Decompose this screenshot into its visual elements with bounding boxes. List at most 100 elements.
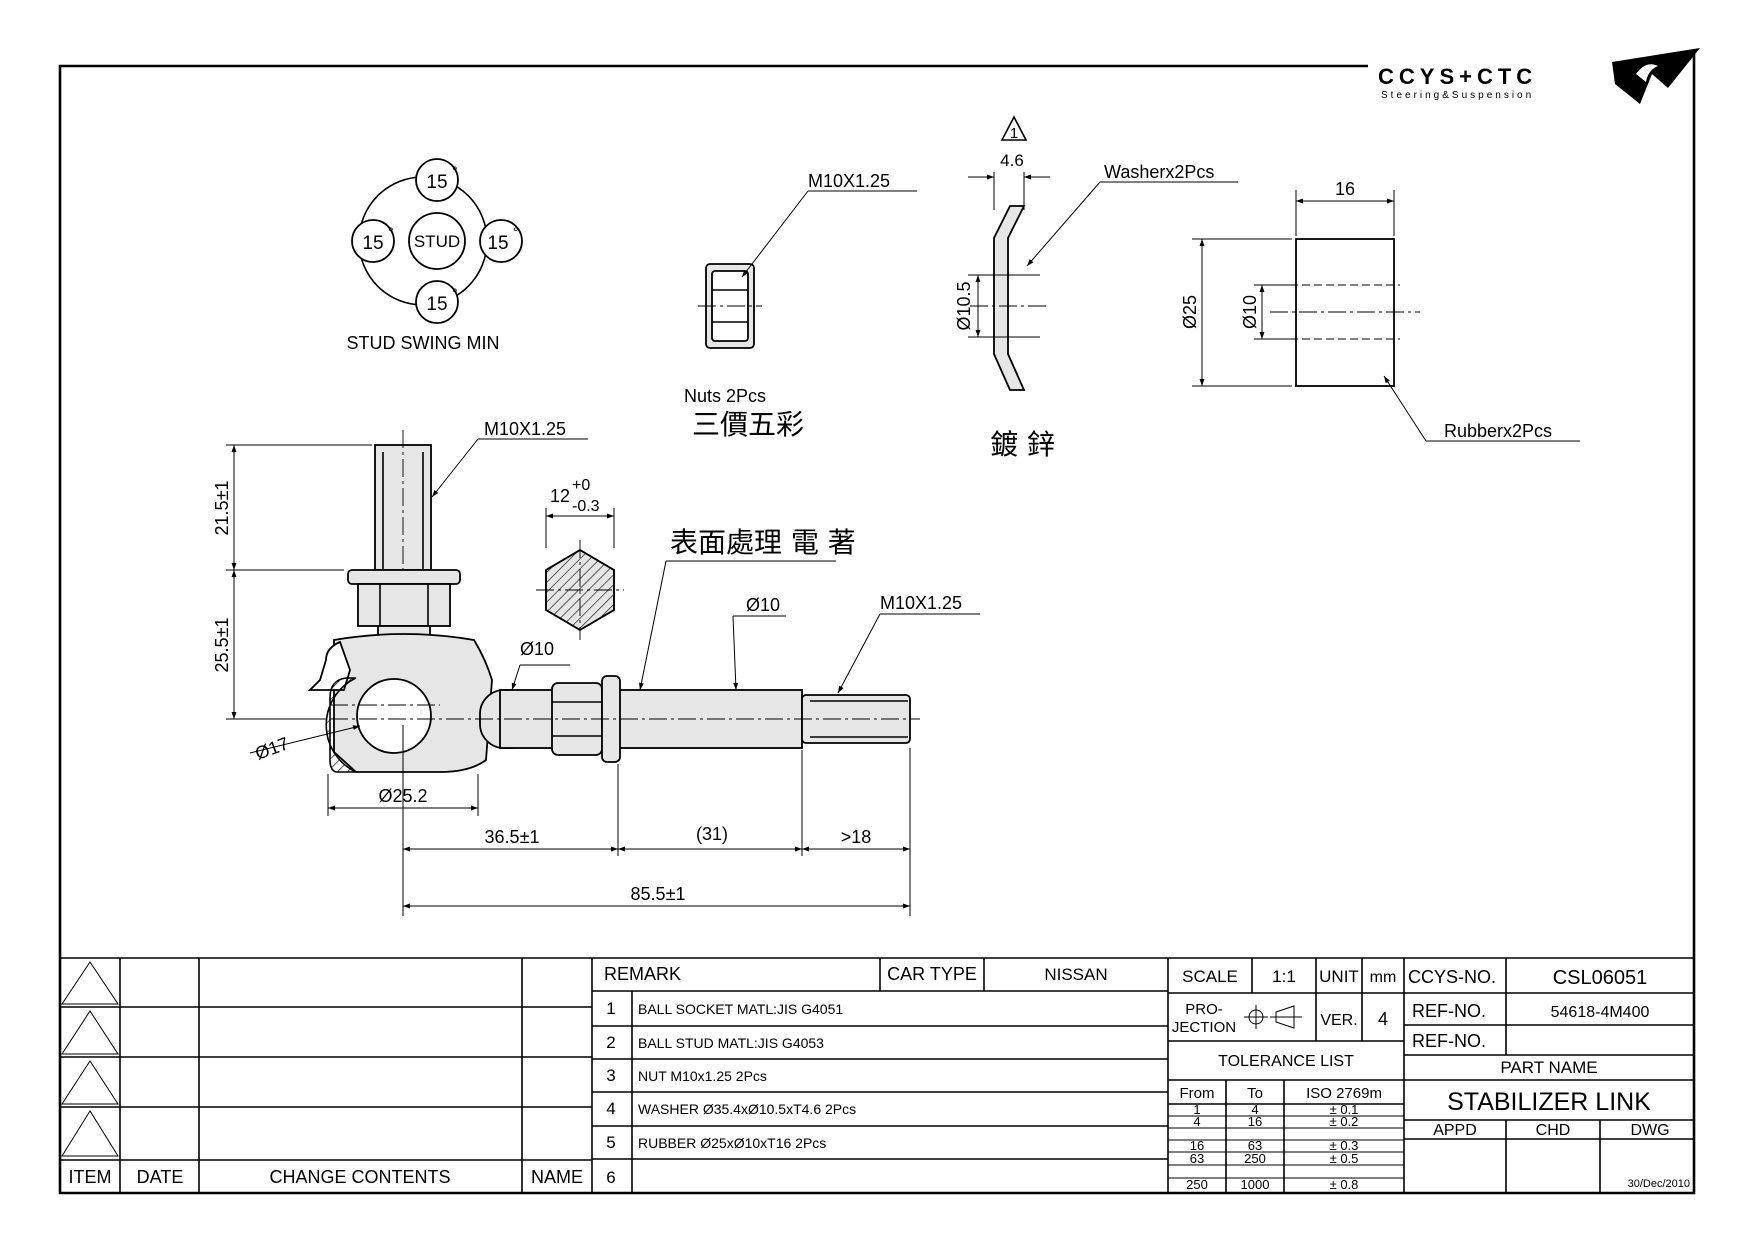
ball-dia-dim: Ø17 — [253, 733, 292, 763]
projection-label-2: JECTION — [1172, 1019, 1236, 1036]
hex-tol-upper: +0 — [572, 477, 590, 494]
svg-text:16: 16 — [1248, 1114, 1262, 1129]
rubber-label: Rubberx2Pcs — [1444, 421, 1552, 441]
projection-label-1: PRO- — [1185, 1001, 1223, 1018]
end-thread-label: M10X1.25 — [880, 593, 962, 613]
swing-angle-right: 15 — [487, 233, 508, 254]
washer-finish-label: 鍍 鋅 — [990, 428, 1055, 461]
svg-text:63: 63 — [1190, 1151, 1204, 1166]
svg-text:3: 3 — [606, 1066, 615, 1085]
dim-thread-length: >18 — [841, 827, 872, 847]
tolerance-title: TOLERANCE LIST — [1218, 1053, 1354, 1070]
svg-text:4: 4 — [1193, 1114, 1200, 1129]
tolerance-row: 16 63 ± 0.3 — [1190, 1138, 1359, 1153]
remark-header: REMARK — [604, 964, 681, 984]
stud-swing-diagram: 15 15 15 15 ° ° ° ° STUD STUD SWING MIN — [347, 158, 523, 353]
body-height-dim: 25.5±1 — [212, 618, 232, 673]
logo-tagline: Steering&Suspension — [1381, 90, 1534, 101]
svg-text:1: 1 — [606, 999, 615, 1018]
ccys-no-label: CCYS-NO. — [1408, 967, 1496, 987]
third-angle-projection-icon — [1244, 1005, 1302, 1029]
svg-text:± 0.5: ± 0.5 — [1330, 1151, 1359, 1166]
title-block: CCYS-NO. CSL06051 REF-NO. 54618-4M400 RE… — [1404, 958, 1694, 1193]
svg-text:WASHER Ø35.4xØ10.5xT4.6 2Pcs: WASHER Ø35.4xØ10.5xT4.6 2Pcs — [638, 1101, 856, 1117]
nut-qty-label: Nuts 2Pcs — [684, 386, 766, 406]
svg-text:± 0.8: ± 0.8 — [1330, 1177, 1359, 1192]
stud-length-dim: 21.5±1 — [212, 481, 232, 536]
rubber-inner-dim: Ø10 — [1240, 295, 1260, 329]
drawing-frame — [58, 54, 1696, 1195]
svg-text:16: 16 — [1190, 1138, 1204, 1153]
car-type-value: NISSAN — [1044, 965, 1107, 984]
svg-text:± 0.1: ± 0.1 — [1330, 1102, 1359, 1117]
unit-value: mm — [1370, 969, 1397, 986]
svg-text:1: 1 — [1193, 1102, 1200, 1117]
tolerance-row: 250 1000 ± 0.8 — [1186, 1177, 1358, 1192]
remark-row: 4 WASHER Ø35.4xØ10.5xT4.6 2Pcs — [606, 1099, 856, 1118]
washer-bore-dim: Ø10.5 — [954, 281, 974, 330]
remark-row: 6 — [606, 1168, 615, 1187]
surface-treatment-label: 表面處理 電 著 — [670, 526, 856, 559]
rev-date-header: DATE — [137, 1167, 184, 1187]
svg-text:2: 2 — [606, 1033, 615, 1052]
part-name-value: STABILIZER LINK — [1447, 1088, 1651, 1116]
stabilizer-link-view: M10X1.25 21.5±1 25.5±1 12 +0 -0.3 表面處理 電… — [212, 419, 980, 916]
scale-value: 1:1 — [1272, 967, 1296, 986]
remark-row: 3 NUT M10x1.25 2Pcs — [606, 1066, 767, 1085]
svg-text:NUT M10x1.25 2Pcs: NUT M10x1.25 2Pcs — [638, 1068, 767, 1084]
svg-text:BALL STUD MATL:JIS G4053: BALL STUD MATL:JIS G4053 — [638, 1035, 824, 1051]
logo-brand: CCYS+CTC — [1378, 64, 1537, 89]
stud-swing-caption: STUD SWING MIN — [347, 333, 500, 353]
logo-mark — [1612, 48, 1700, 104]
version-value: 4 — [1378, 1009, 1388, 1029]
dim-shaft-length: (31) — [696, 824, 728, 844]
shaft-dia-dim: Ø10 — [746, 595, 780, 615]
rev-change-header: CHANGE CONTENTS — [269, 1167, 450, 1187]
rubber-length-dim: 16 — [1335, 179, 1355, 199]
tol-header-from: From — [1180, 1085, 1215, 1102]
dim-socket-to-flange: 36.5±1 — [485, 827, 540, 847]
svg-text:4: 4 — [606, 1099, 615, 1118]
svg-text:5: 5 — [606, 1133, 615, 1152]
dim-total-length: 85.5±1 — [631, 884, 686, 904]
scale-label: SCALE — [1182, 967, 1238, 986]
unit-label: UNIT — [1319, 967, 1359, 986]
svg-text:63: 63 — [1248, 1138, 1262, 1153]
svg-text:4: 4 — [1251, 1102, 1258, 1117]
tol-header-iso: ISO 2769m — [1306, 1085, 1382, 1102]
rubber-outer-dim: Ø25 — [1180, 295, 1200, 329]
washer-label: Washerx2Pcs — [1104, 162, 1214, 182]
part-name-label: PART NAME — [1500, 1058, 1597, 1077]
tolerance-row: 1 4 ± 0.1 — [1193, 1102, 1358, 1117]
drawn-label: DWG — [1630, 1122, 1669, 1139]
remark-row: 2 BALL STUD MATL:JIS G4053 — [606, 1033, 824, 1052]
tolerance-row: 4 16 ± 0.2 — [1193, 1114, 1358, 1129]
washer-thickness-dim: 4.6 — [1000, 151, 1024, 170]
stud-thread-label: M10X1.25 — [484, 419, 566, 439]
svg-text:± 0.2: ± 0.2 — [1330, 1114, 1359, 1129]
ref-no2-label: REF-NO. — [1412, 1031, 1486, 1051]
svg-text:°: ° — [513, 224, 519, 240]
version-label: VER. — [1320, 1012, 1357, 1029]
ref-no-value: 54618-4M400 — [1551, 1004, 1650, 1021]
company-logo: CCYS+CTC Steering&Suspension — [1378, 48, 1700, 104]
swing-angle-top: 15 — [426, 172, 447, 193]
svg-text:RUBBER Ø25xØ10xT16 2Pcs: RUBBER Ø25xØ10xT16 2Pcs — [638, 1135, 826, 1151]
svg-text:250: 250 — [1186, 1177, 1208, 1192]
remarks-table: REMARK CAR TYPE NISSAN 1 BALL SOCKET MAT… — [592, 958, 1169, 1193]
spec-block: SCALE 1:1 UNIT mm PRO- JECTION VER. 4 TO… — [1168, 958, 1405, 1193]
nut-view: M10X1.25 Nuts 2Pcs 三價五彩 — [684, 171, 917, 441]
ref-no-label: REF-NO. — [1412, 1001, 1486, 1021]
ccys-no-value: CSL06051 — [1553, 967, 1648, 989]
hex-size-dim: 12 — [550, 486, 570, 506]
rev-name-header: NAME — [531, 1167, 583, 1187]
washer-view: Ø10.5 4.6 1 Washerx2Pcs 鍍 鋅 — [954, 115, 1238, 461]
drawing-date: 30/Dec/2010 — [1628, 1178, 1690, 1190]
tolerance-row: 63 250 ± 0.5 — [1190, 1151, 1359, 1166]
swing-angle-left: 15 — [362, 233, 383, 254]
checked-label: CHD — [1536, 1122, 1571, 1139]
svg-text:BALL SOCKET MATL:JIS G4051: BALL SOCKET MATL:JIS G4051 — [638, 1001, 843, 1017]
rev-item-header: ITEM — [69, 1167, 112, 1187]
svg-text:± 0.3: ± 0.3 — [1330, 1138, 1359, 1153]
